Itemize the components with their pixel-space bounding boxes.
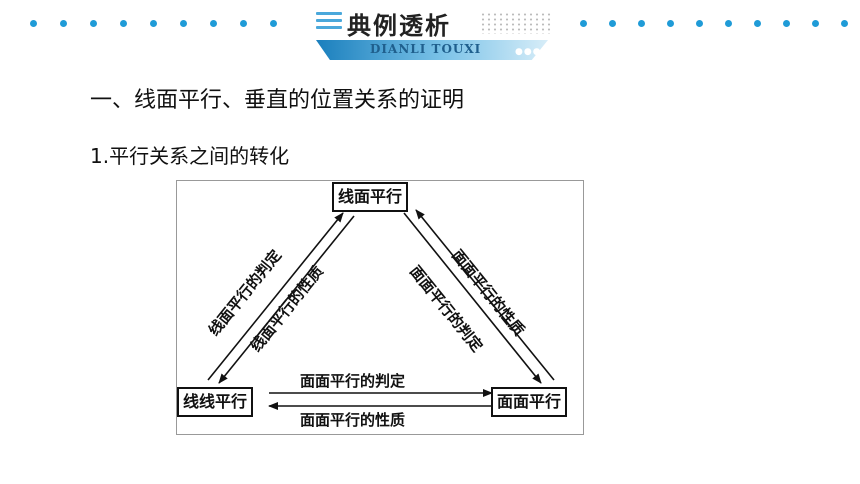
banner-dot-grid xyxy=(480,12,552,34)
arrow-left-down xyxy=(218,215,355,384)
section-heading: 一、线面平行、垂直的位置关系的证明 xyxy=(90,88,465,113)
decorative-dot xyxy=(580,20,587,27)
edge-label-bottom-top: 面面平行的判定 xyxy=(300,372,406,390)
decorative-dot xyxy=(180,20,187,27)
decorative-dot xyxy=(90,20,97,27)
decorative-dot xyxy=(783,20,790,27)
decorative-dot xyxy=(30,20,37,27)
arrow-right-down xyxy=(403,212,542,384)
banner-lines-icon xyxy=(316,10,344,36)
banner-subtitle: DIANLI TOUXI xyxy=(370,42,482,56)
decorative-dot xyxy=(812,20,819,27)
node-line-plane-parallel: 线面平行 xyxy=(332,182,409,212)
banner-ribbon-dots: ●●● xyxy=(515,47,542,57)
decorative-dot xyxy=(725,20,732,27)
decorative-dot xyxy=(696,20,703,27)
decorative-dot xyxy=(150,20,157,27)
decorative-dot xyxy=(270,20,277,27)
decorative-dot xyxy=(609,20,616,27)
decorative-dot xyxy=(754,20,761,27)
decorative-dot xyxy=(120,20,127,27)
section-subheading: 1.平行关系之间的转化 xyxy=(90,144,290,168)
decorative-dot xyxy=(60,20,67,27)
arrow-left-up xyxy=(207,212,344,381)
decorative-dot xyxy=(841,20,848,27)
decorative-dot xyxy=(240,20,247,27)
decorative-dot xyxy=(667,20,674,27)
decorative-dots-left xyxy=(30,20,280,28)
node-plane-plane-parallel: 面面平行 xyxy=(491,387,568,417)
diagram-frame xyxy=(176,180,584,435)
arrow-right-up xyxy=(415,209,555,381)
decorative-dot xyxy=(210,20,217,27)
parallel-relations-diagram: 线面平行 线线平行 面面平行 线面平行的判定 线面平行的性质 面面平行的性质 面… xyxy=(176,180,584,435)
diagram-arrows xyxy=(176,180,584,435)
decorative-dots-right xyxy=(580,20,850,28)
edge-label-bottom-bottom: 面面平行的性质 xyxy=(300,411,406,429)
banner-title: 典例透析 xyxy=(347,11,451,40)
decorative-dot xyxy=(638,20,645,27)
node-line-line-parallel: 线线平行 xyxy=(177,387,254,417)
banner-ribbon xyxy=(316,40,548,60)
